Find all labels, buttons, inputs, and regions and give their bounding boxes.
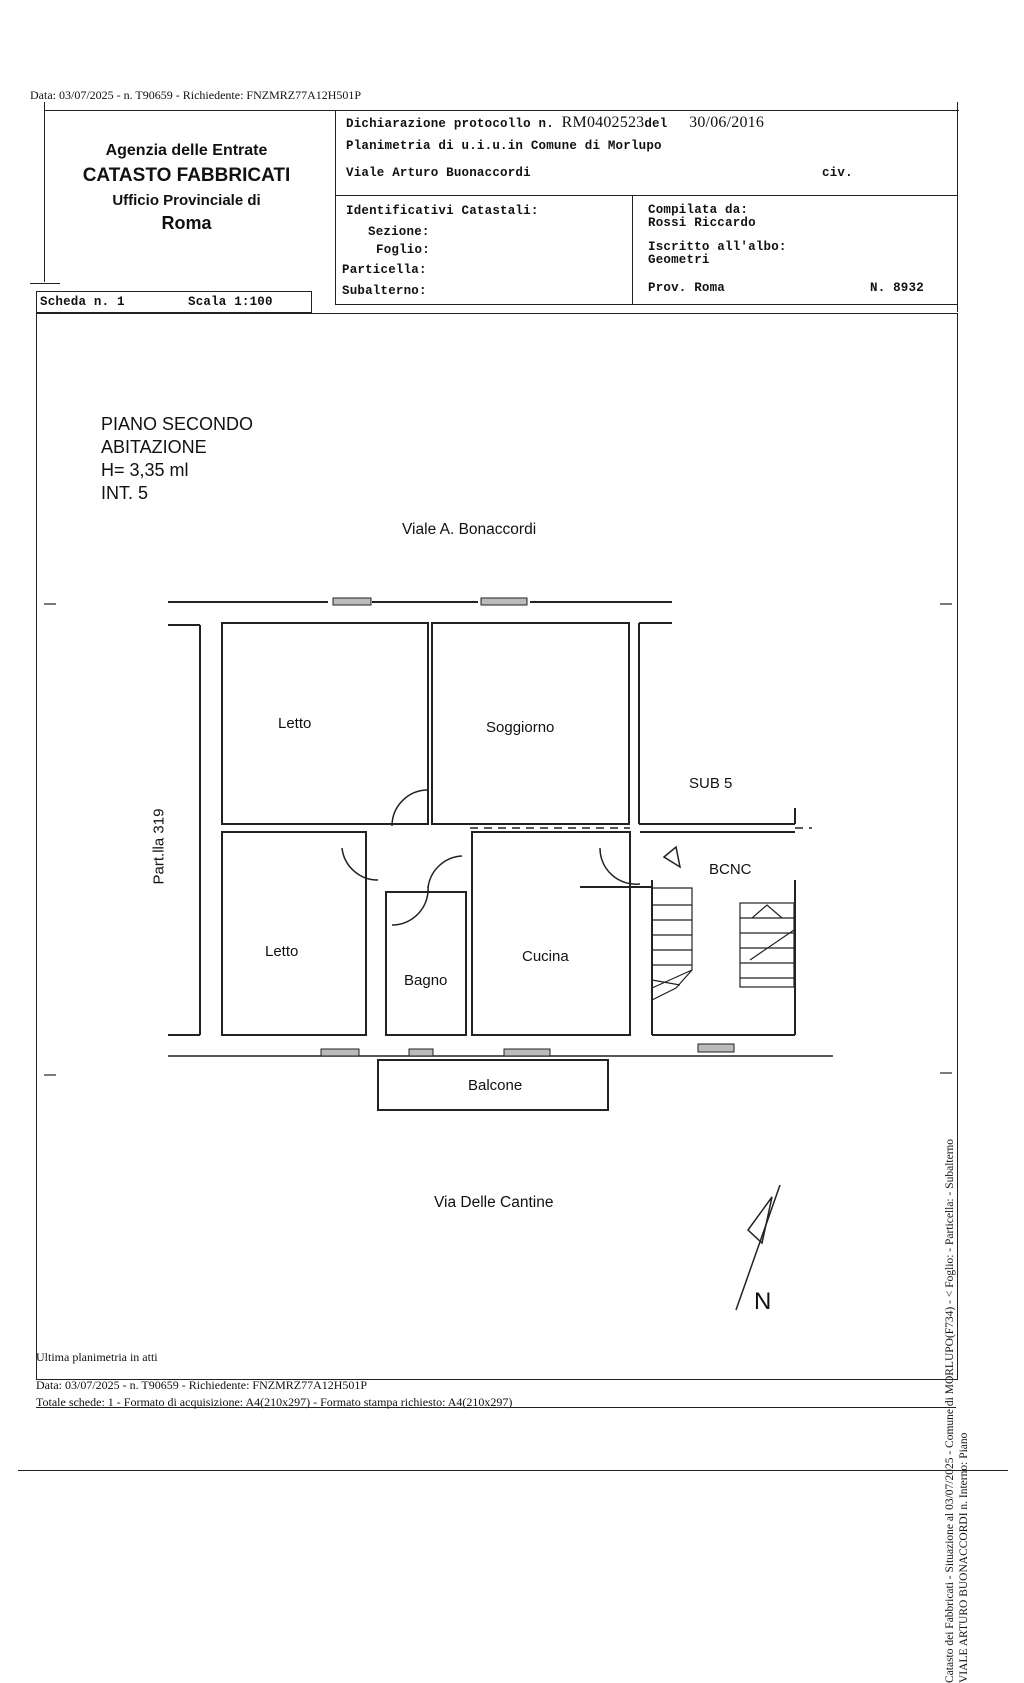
room-label-sub5: SUB 5 (689, 775, 733, 792)
ufficio-label: Ufficio Provinciale di (112, 192, 261, 209)
room-bagno (385, 891, 467, 1036)
room-label-soggiorno: Soggiorno (486, 719, 555, 736)
plan-floor: PIANO SECONDO (101, 414, 254, 434)
declaration-number: RM0402523 (561, 114, 645, 131)
header-divider-2 (632, 195, 633, 305)
compilata-label: Compilata da: (648, 203, 749, 217)
subalterno-label: Subalterno: (342, 284, 427, 298)
room-letto-2 (221, 831, 367, 1036)
balcone-outline (377, 1059, 609, 1111)
room-soggiorno (431, 622, 630, 825)
entry-arrow-icon (662, 845, 682, 869)
scala-label: Scala 1:100 (188, 295, 273, 309)
ufficio-city: Roma (161, 213, 212, 233)
particella-label: Particella: (342, 263, 427, 277)
planimetria-line: Planimetria di u.i.u.in Comune di Morlup… (346, 139, 662, 153)
footer-data: Data: 03/07/2025 - n. T90659 - Richieden… (36, 1378, 368, 1392)
street-bottom-label: Via Delle Cantine (434, 1194, 554, 1211)
declaration-label: Dichiarazione protocollo n. (346, 117, 554, 131)
side-info: Catasto dei Fabbricati - Situazione al 0… (943, 333, 971, 1683)
room-label-letto-1: Letto (278, 715, 312, 732)
room-label-bagno: Bagno (404, 972, 448, 989)
room-label-bcnc: BCNC (709, 861, 752, 878)
room-label-balcone: Balcone (468, 1077, 523, 1094)
north-label: N (754, 1288, 772, 1315)
door-arc-icon (341, 847, 379, 881)
top-request-line: Data: 03/07/2025 - n. T90659 - Richieden… (30, 88, 362, 102)
street-top-label: Viale A. Bonaccordi (402, 521, 537, 538)
declaration-date: 30/06/2016 (689, 114, 765, 131)
identificativi-title: Identificativi Catastali: (346, 204, 539, 218)
catasto-title: CATASTO FABBRICATI (82, 165, 291, 186)
side-info-line2: VIALE ARTURO BUONACCORDI n. Interno: Pia… (958, 1432, 970, 1683)
window-icon (697, 1043, 735, 1053)
side-parcel-label: Part.lla 319 (150, 808, 168, 885)
scheda-label: Scheda n. 1 (40, 295, 125, 309)
side-info-line1: Catasto dei Fabbricati - Situazione al 0… (944, 1138, 956, 1683)
room-cucina (471, 831, 631, 1036)
room-letto-1 (221, 622, 429, 825)
prov-label: Prov. Roma (648, 281, 726, 295)
declaration-del: del (644, 117, 668, 131)
foglio-label: Foglio: (376, 243, 430, 257)
plan-title-block: PIANO SECONDO ABITAZIONE H= 3,35 ml INT.… (101, 413, 253, 505)
albo-number: N. 8932 (870, 281, 924, 295)
page-bottom-line (18, 1470, 1008, 1471)
header-divider (335, 110, 336, 305)
window-icon (503, 1048, 551, 1057)
plan-use: ABITAZIONE (101, 437, 207, 457)
north-arrow-head-icon (747, 1196, 773, 1245)
albo-value: Geometri (648, 253, 710, 267)
door-arc-icon (427, 855, 463, 889)
stairs-left-icon (651, 887, 693, 1001)
albo-label: Iscritto all'albo: (648, 240, 787, 254)
address-line: Viale Arturo Buonaccordi (346, 166, 531, 180)
declaration-line: Dichiarazione protocollo n. RM0402523del… (346, 114, 764, 132)
agency-name: Agenzia delle Entrate (105, 142, 268, 159)
drawing-frame (36, 313, 958, 1380)
room-label-letto-2: Letto (265, 943, 299, 960)
floor-plan (44, 597, 952, 1311)
scheda-box (36, 291, 312, 313)
header-bottom-border (335, 304, 957, 305)
tick-mark (30, 283, 60, 284)
door-arc-icon (599, 847, 641, 885)
plan-interno: INT. 5 (101, 483, 149, 503)
header-right-border (957, 102, 958, 312)
header-mid-border (335, 195, 957, 196)
civ-label: civ. (822, 166, 853, 180)
stairs-right-icon (739, 902, 795, 988)
north-arrow-icon (735, 1184, 781, 1311)
header-top-border (44, 110, 959, 111)
sezione-label: Sezione: (368, 225, 430, 239)
door-arc-icon (391, 885, 429, 926)
footer-bottom-border (36, 1407, 956, 1408)
window-icon (408, 1048, 434, 1057)
footer-totale: Totale schede: 1 - Formato di acquisizio… (36, 1395, 513, 1409)
compilata-name: Rossi Riccardo (648, 216, 756, 230)
window-icon (320, 1048, 360, 1057)
room-label-cucina: Cucina (522, 948, 569, 965)
window-icon (480, 597, 528, 606)
agency-block: Agenzia delle Entrate CATASTO FABBRICATI… (44, 142, 329, 234)
footer-ultima: Ultima planimetria in atti (36, 1350, 158, 1364)
door-arc-icon (391, 789, 429, 827)
plan-height: H= 3,35 ml (101, 460, 189, 480)
header-left-border (44, 102, 45, 282)
window-icon (332, 597, 372, 606)
